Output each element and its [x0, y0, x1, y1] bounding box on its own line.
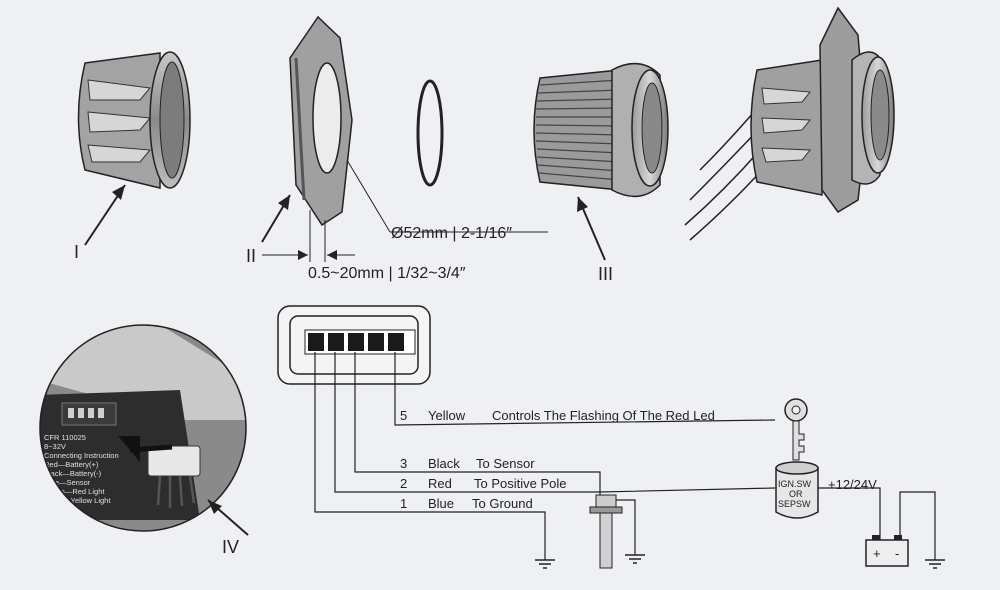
label-part-i: I	[74, 242, 79, 262]
sensor-probe	[589, 494, 623, 569]
wire-labels: 5 Yellow Controls The Flashing Of The Re…	[400, 408, 715, 511]
label-part-iii: III	[598, 264, 613, 284]
inset-text-5: Blue—Sensor	[44, 478, 91, 487]
label-part-iv: IV	[222, 537, 239, 557]
inset-text-0: CFR 110025	[44, 433, 86, 442]
inset-text-7: White—Yellow Light	[44, 496, 111, 505]
wire-5-number: 5	[400, 408, 407, 423]
assembled-gauge	[684, 6, 895, 241]
wire-3-desc: To Sensor	[476, 456, 535, 471]
ignition-switch: IGN.SW OR SEPSW	[775, 461, 819, 519]
thickness-label: 0.5~20mm | 1/32~3/4″	[308, 265, 466, 282]
inset-text-6: Green—Red Light	[44, 487, 105, 496]
wire-3-number: 3	[400, 456, 407, 471]
battery-minus: -	[895, 546, 899, 561]
connector-block	[277, 305, 431, 385]
diameter-label: Ø52mm | 2-1/16″	[391, 225, 512, 242]
battery-plus: +	[873, 546, 881, 561]
o-ring	[416, 79, 444, 187]
switch-line-1: IGN.SW	[778, 479, 812, 489]
part-ii-bracket: Ø52mm | 2-1/16″ 0.5~20mm | 1/32~3/4″ II	[246, 15, 548, 282]
switch-line-2: OR	[789, 489, 803, 499]
wire-2-desc: To Positive Pole	[474, 476, 567, 491]
wire-3-color: Black	[428, 456, 460, 471]
wiring	[314, 352, 936, 560]
wire-2-number: 2	[400, 476, 407, 491]
part-i-knurled-nut: I	[74, 51, 191, 262]
inset-text-2: Connecting Instruction	[44, 451, 119, 460]
inset-text-1: 8~32V	[44, 442, 66, 451]
wire-5-color: Yellow	[428, 408, 466, 423]
switch-line-3: SEPSW	[778, 499, 811, 509]
ground-icon	[625, 554, 645, 564]
wire-1-desc: To Ground	[472, 496, 533, 511]
battery-icon: + -	[865, 535, 909, 567]
part-iv-inset: CFR 110025 8~32V Connecting Instruction …	[39, 324, 249, 557]
inset-text-4: Black—Battery(-)	[44, 469, 102, 478]
key-icon	[784, 398, 808, 461]
voltage-label: +12/24V	[828, 477, 877, 492]
ground-icon	[535, 559, 555, 569]
wire-5-desc: Controls The Flashing Of The Red Led	[492, 408, 715, 423]
inset-text-3: Red—Battery(+)	[44, 460, 99, 469]
label-part-ii: II	[246, 246, 256, 266]
part-iii-threaded-housing: III	[533, 62, 669, 284]
wire-2-color: Red	[428, 476, 452, 491]
wire-1-color: Blue	[428, 496, 454, 511]
wire-1-number: 1	[400, 496, 407, 511]
ground-icon	[925, 559, 945, 569]
